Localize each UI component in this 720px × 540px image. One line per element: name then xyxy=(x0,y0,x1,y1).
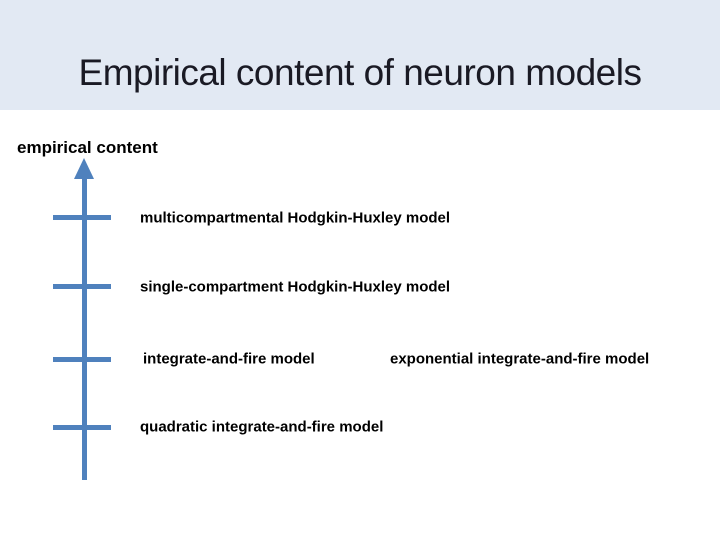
axis-tick xyxy=(53,284,111,289)
model-label-quadratic-integrate-and-fire: quadratic integrate-and-fire model xyxy=(140,418,384,436)
axis-tick xyxy=(53,215,111,220)
model-label-single-compartment-hh: single-compartment Hodgkin-Huxley model xyxy=(140,278,451,296)
axis-tick xyxy=(53,357,111,362)
model-label-exponential-integrate-and-fire: exponential integrate-and-fire model xyxy=(390,350,650,368)
model-label-integrate-and-fire: integrate-and-fire model xyxy=(143,350,315,368)
model-label-multicompartmental-hh: multicompartmental Hodgkin-Huxley model xyxy=(140,209,451,227)
axis-tick xyxy=(53,425,111,430)
arrow-up-icon xyxy=(74,158,94,179)
slide-title: Empirical content of neuron models xyxy=(78,52,642,93)
title-band: Empirical content of neuron models xyxy=(0,0,720,110)
axis-line xyxy=(82,176,87,480)
axis-label: empirical content xyxy=(17,138,158,157)
